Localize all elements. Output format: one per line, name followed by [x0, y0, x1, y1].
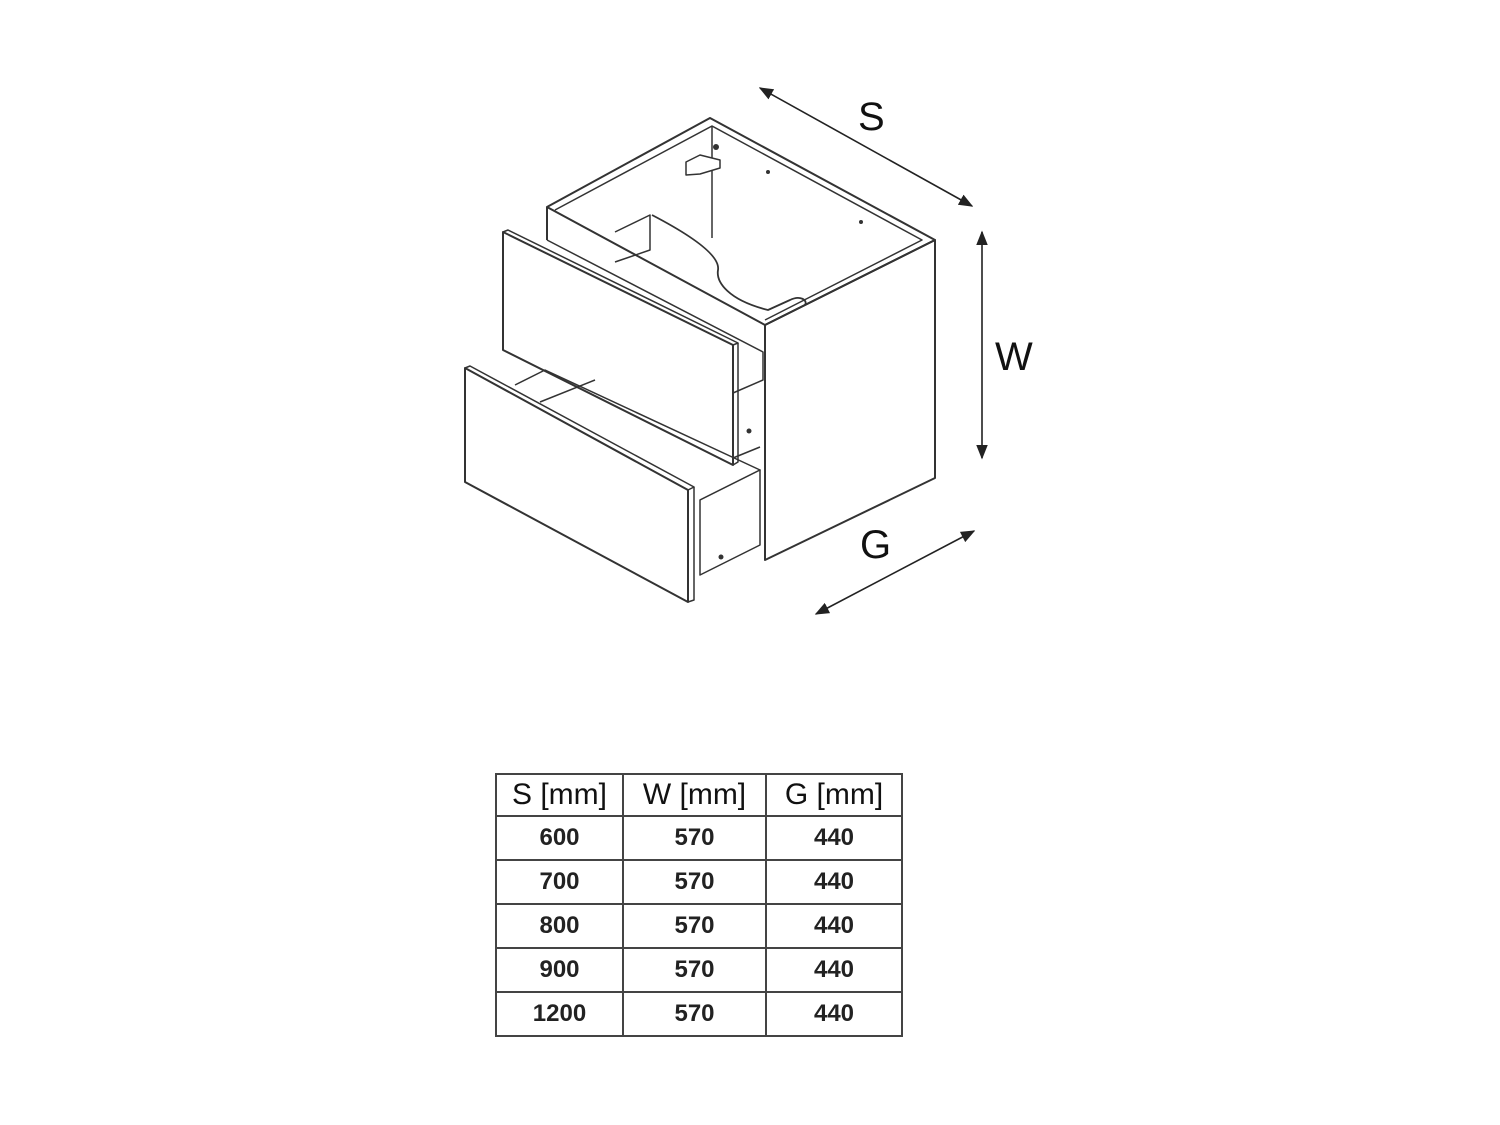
width-arrow: [758, 87, 974, 207]
header-s: S [mm]: [495, 773, 624, 817]
depth-arrow: [814, 530, 976, 615]
cabinet-side-panel: [764, 239, 936, 561]
cabinet-diagram: S W G: [464, 87, 1033, 615]
table-row: 600 570 440: [495, 815, 903, 861]
width-label: S: [858, 95, 885, 139]
cell-w: 570: [622, 903, 767, 949]
mounting-bracket: [685, 154, 721, 176]
table-header-row: S [mm] W [mm] G [mm]: [495, 773, 903, 817]
cell-w: 570: [622, 947, 767, 993]
cell-g: 440: [765, 991, 903, 1037]
dimensions-table: S [mm] W [mm] G [mm] 600 570 440 700 570…: [495, 773, 903, 1037]
siphon-cutout: [651, 214, 807, 311]
cell-w: 570: [622, 815, 767, 861]
cell-s: 600: [495, 815, 624, 861]
header-g: G [mm]: [765, 773, 903, 817]
header-w: W [mm]: [622, 773, 767, 817]
depth-label: G: [860, 523, 891, 567]
cell-w: 570: [622, 859, 767, 905]
height-label: W: [995, 335, 1033, 379]
cell-g: 440: [765, 859, 903, 905]
cell-g: 440: [765, 947, 903, 993]
cell-w: 570: [622, 991, 767, 1037]
cabinet-rail: [614, 214, 651, 263]
table-row: 700 570 440: [495, 859, 903, 905]
cabinet-body: [546, 117, 936, 561]
table-row: 800 570 440: [495, 903, 903, 949]
cell-g: 440: [765, 903, 903, 949]
table-row: 1200 570 440: [495, 991, 903, 1037]
table-row: 900 570 440: [495, 947, 903, 993]
cell-s: 700: [495, 859, 624, 905]
cell-s: 800: [495, 903, 624, 949]
bottom-drawer: [464, 365, 761, 603]
top-drawer: [502, 229, 764, 466]
cell-s: 900: [495, 947, 624, 993]
cabinet-top-edge: [546, 117, 936, 326]
dimension-arrows: [758, 87, 988, 615]
cell-s: 1200: [495, 991, 624, 1037]
cell-g: 440: [765, 815, 903, 861]
